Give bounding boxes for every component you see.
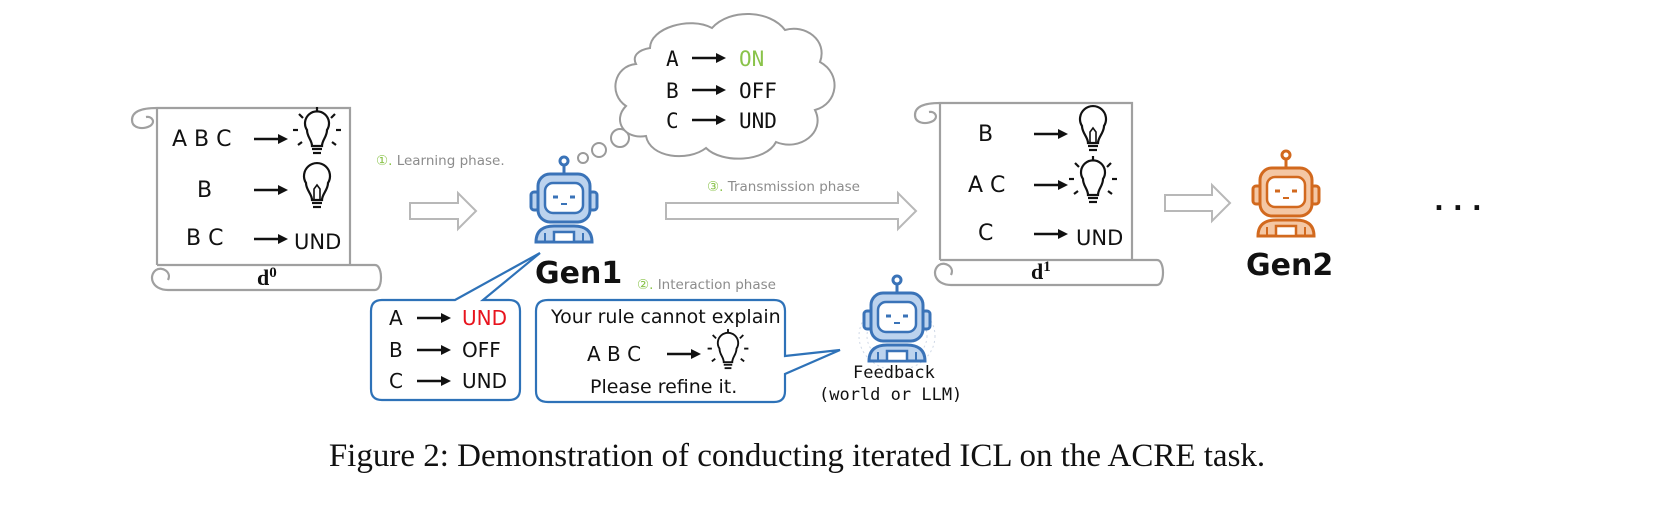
d1-row1-left: B bbox=[978, 122, 993, 147]
ellipsis: . . . bbox=[1434, 187, 1482, 217]
unlit-bulb-icon bbox=[1078, 104, 1108, 152]
svg-text:②. Interaction phase: ②. Interaction phase bbox=[637, 277, 776, 293]
feedback-robot-icon bbox=[858, 274, 936, 371]
unlit-bulb-icon bbox=[302, 161, 332, 209]
d0-row2-left: B bbox=[197, 178, 212, 203]
scroll-d1: B A C C UND d1 bbox=[913, 101, 1165, 287]
thought-row1-left: A bbox=[666, 47, 679, 71]
d0-row3-right: UND bbox=[294, 230, 341, 254]
gen1-label: Gen1 bbox=[535, 256, 622, 291]
thought-cloud: A ON B OFF C UND bbox=[577, 13, 836, 164]
scroll-d0: A B C B B C UND d0 bbox=[130, 105, 383, 292]
speech-row3-left: C bbox=[389, 369, 403, 393]
d0-row1-left: A B C bbox=[172, 127, 232, 152]
gen1-robot-icon bbox=[529, 155, 599, 244]
speech-row1-right: UND bbox=[462, 306, 507, 330]
gen2-label: Gen2 bbox=[1246, 248, 1333, 283]
learning-phase-label: Learning phase. bbox=[392, 153, 504, 169]
speech-row3-right: UND bbox=[462, 369, 507, 393]
speech-row2-left: B bbox=[389, 338, 403, 362]
transmission-phase-arrow: ③. Transmission phase bbox=[665, 179, 918, 232]
feedback-label-line2: (world or LLM) bbox=[819, 385, 962, 405]
lit-bulb-icon bbox=[1067, 154, 1119, 204]
d0-row3-left: B C bbox=[186, 226, 223, 251]
thought-row2-left: B bbox=[666, 79, 679, 103]
feedback-speech-bubble: Your rule cannot explain A B C Please re… bbox=[534, 298, 841, 404]
d1-row3-right: UND bbox=[1076, 226, 1123, 250]
thought-row3-left: C bbox=[666, 109, 679, 133]
thought-row1-right: ON bbox=[739, 47, 764, 71]
figure-caption: Figure 2: Demonstration of conducting it… bbox=[329, 438, 1265, 474]
interaction-phase-label: Interaction phase bbox=[653, 277, 776, 293]
d1-row2-left: A C bbox=[968, 173, 1005, 198]
d1-label: d1 bbox=[1031, 259, 1051, 284]
transmission-phase-label: Transmission phase bbox=[723, 179, 860, 195]
gen1-speech-bubble: A UND B OFF C UND bbox=[369, 252, 541, 402]
learning-phase-arrow: ①. Learning phase. bbox=[376, 153, 505, 232]
speech-row2-right: OFF bbox=[462, 338, 501, 362]
feedback-line3: Please refine it. bbox=[590, 376, 737, 398]
feedback-label-line1: Feedback bbox=[853, 363, 935, 383]
learning-phase-number: ①. bbox=[376, 153, 392, 169]
feedback-example-left: A B C bbox=[587, 342, 641, 366]
d1-row3-left: C bbox=[978, 221, 993, 246]
gen2-arrow bbox=[1164, 182, 1232, 224]
interaction-phase-number: ②. bbox=[637, 277, 653, 293]
gen2-robot-icon bbox=[1251, 149, 1321, 238]
lit-bulb-icon bbox=[291, 105, 343, 155]
svg-text:③. Transmission phase: ③. Transmission phase bbox=[707, 179, 860, 195]
d0-label: d0 bbox=[257, 265, 277, 290]
feedback-line1: Your rule cannot explain bbox=[550, 306, 781, 328]
thought-row2-right: OFF bbox=[739, 79, 777, 103]
thought-row3-right: UND bbox=[739, 109, 777, 133]
speech-row1-left: A bbox=[389, 306, 403, 330]
svg-text:①. Learning phase.: ①. Learning phase. bbox=[376, 153, 505, 169]
transmission-phase-number: ③. bbox=[707, 179, 723, 195]
